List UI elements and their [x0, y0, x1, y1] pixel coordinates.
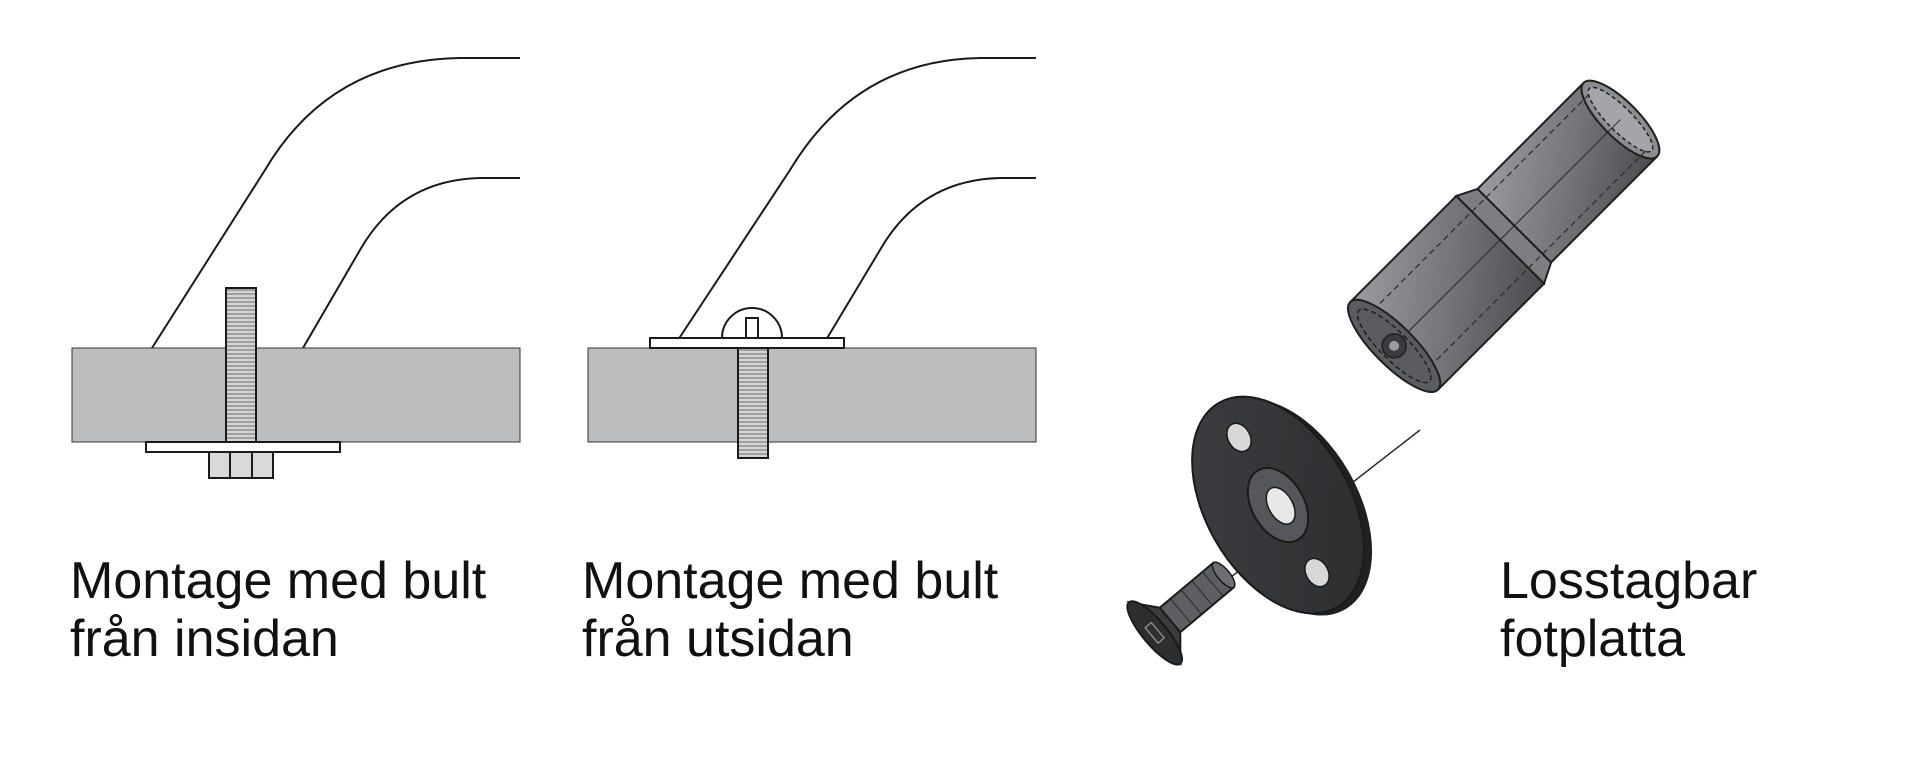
caption-mount-inside: Montage med bult från insidan: [70, 552, 486, 668]
caption-line-1: Losstagbar: [1500, 552, 1758, 610]
exploded-footplate-illustration: [1126, 79, 1661, 667]
nut: [208, 451, 274, 479]
panel-mount-inside: Montage med bult från insidan: [0, 0, 560, 769]
screw-slot: [745, 317, 759, 339]
caption-line-2: från utsidan: [582, 610, 854, 668]
tube-outer-line: [151, 57, 520, 349]
foot-plate-disc: [1191, 395, 1373, 616]
caption-line-2: från insidan: [70, 610, 339, 668]
mount-outside-diagram: [587, 57, 1037, 459]
mount-inside-diagram: [71, 57, 521, 479]
screw-shaft: [737, 347, 769, 459]
caption-detachable-footplate: Losstagbar fotplatta: [1500, 552, 1757, 668]
bolt: [225, 287, 257, 443]
tube-outer-line: [677, 57, 1036, 341]
washer: [145, 441, 341, 453]
panel-mount-outside: Montage med bult från utsidan: [560, 0, 1080, 769]
caption-line-2: fotplatta: [1500, 610, 1686, 668]
tube-inner-line: [825, 177, 1036, 341]
mounting-plate: [587, 347, 1037, 443]
tube-part: [1347, 79, 1661, 393]
countersunk-screw: [1126, 561, 1236, 667]
caption-line-1: Montage med bult: [70, 552, 487, 610]
tube-inner-line: [302, 177, 520, 349]
caption-mount-outside: Montage med bult från utsidan: [582, 552, 998, 668]
panel-detachable-footplate: Losstagbar fotplatta: [1080, 0, 1920, 769]
foot-flange: [649, 337, 845, 349]
caption-line-1: Montage med bult: [582, 552, 999, 610]
mounting-plate: [71, 347, 521, 443]
